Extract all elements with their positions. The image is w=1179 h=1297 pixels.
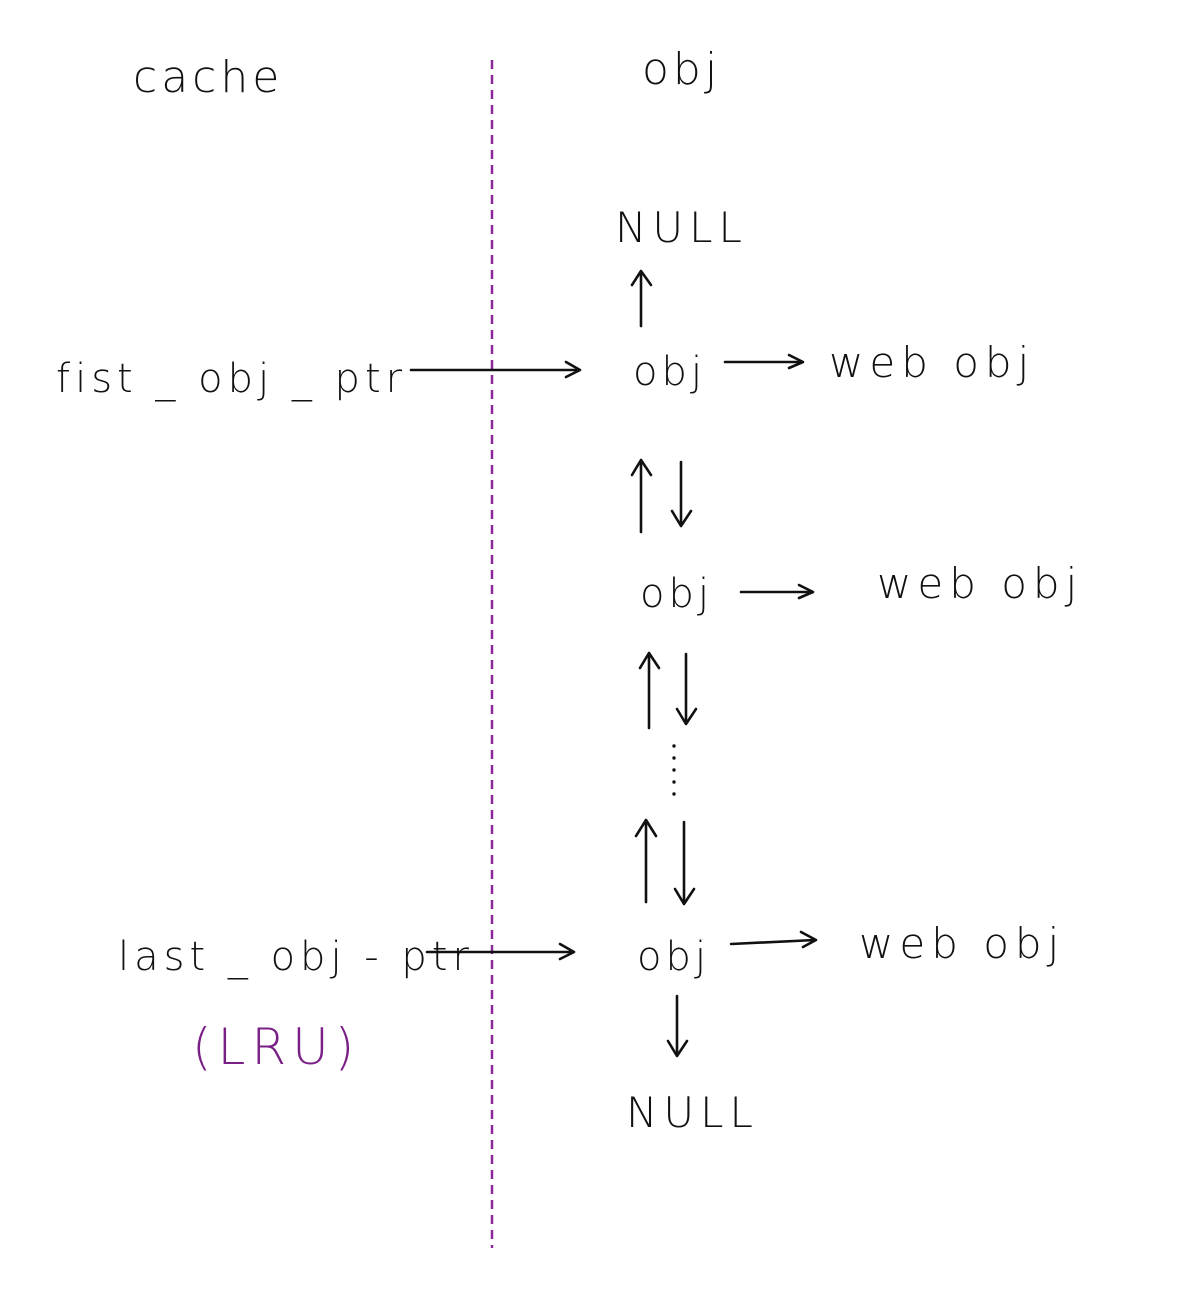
node-3-web-arrow [729,930,818,949]
arrow-to-null-bottom [666,994,689,1058]
link-ellipsis-3-arrows [634,818,696,906]
null-top: NULL [615,203,748,252]
web-obj-2: web obj [877,559,1083,608]
node-2-web-arrow [739,583,815,600]
first-obj-ptr-label: fist _ obj _ ptr [56,356,407,402]
arrow-to-null-top [630,269,653,328]
web-obj-3: web obj [859,919,1065,968]
web-obj-1: web obj [829,338,1035,387]
more-nodes-ellipsis [672,744,676,796]
obj-header: obj [642,44,721,95]
obj-node-1: obj [633,349,706,395]
last-obj-ptr-arrow [425,942,576,961]
first-obj-ptr-arrow [409,360,582,379]
link-1-2-arrows [630,458,693,534]
obj-node-3: obj [637,934,710,980]
null-bottom: NULL [626,1088,759,1137]
link-2-ellipsis-arrows [638,651,698,730]
lru-note: (LRU) [192,1018,360,1076]
node-1-web-arrow [723,353,805,370]
cache-header: cache [133,52,283,103]
obj-node-2: obj [640,571,713,617]
last-obj-ptr-label: last _ obj - ptr [118,934,474,980]
